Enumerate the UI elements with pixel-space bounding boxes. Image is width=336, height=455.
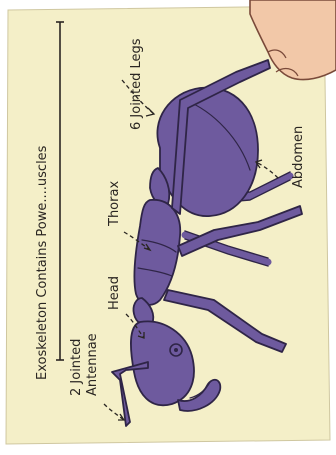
antennae-label-line2: Antennae	[85, 333, 100, 396]
antennae-label-line1: 2 Jointed	[69, 339, 84, 396]
thorax-label: Thorax	[107, 181, 122, 227]
abdomen-label: Abdomen	[291, 126, 306, 188]
header-text: Exoskeleton Contains Powe....uscles	[35, 145, 50, 380]
head-label: Head	[107, 276, 122, 310]
six-jointed-legs-label: 6 Jointed Legs	[129, 38, 144, 130]
